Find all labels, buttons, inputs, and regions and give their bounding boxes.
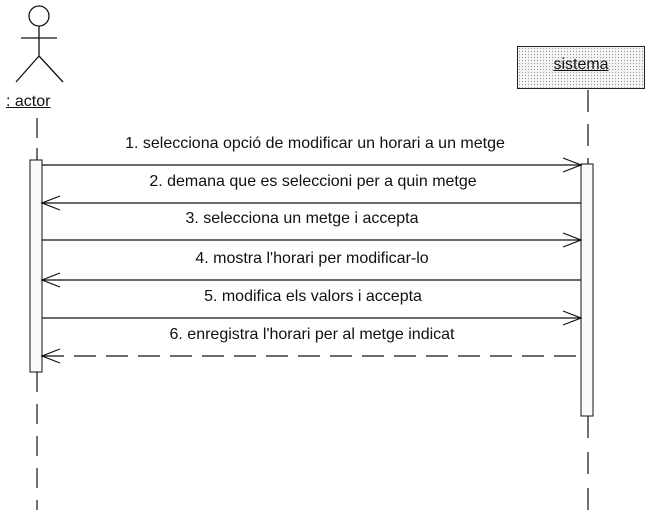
arrowhead bbox=[562, 310, 583, 326]
arrowhead bbox=[562, 232, 583, 248]
message-arrow-5 bbox=[42, 310, 583, 326]
message-label-2: 2. demana que es seleccioni per a quin m… bbox=[149, 173, 477, 190]
message-label-5: 5. modifica els valors i accepta bbox=[204, 288, 422, 305]
system-label: sistema bbox=[553, 56, 609, 73]
actor-activation-bar bbox=[29, 159, 43, 373]
message-arrow-1 bbox=[42, 157, 583, 173]
arrowhead bbox=[40, 272, 61, 288]
actor-figure bbox=[15, 5, 64, 83]
message-arrow-2 bbox=[40, 195, 581, 211]
arrowhead bbox=[40, 348, 61, 364]
arrowhead bbox=[562, 157, 583, 173]
message-arrow-6 bbox=[40, 348, 581, 364]
system-activation-bar bbox=[580, 163, 594, 417]
message-arrow-4 bbox=[40, 272, 581, 288]
actor-head bbox=[28, 5, 50, 27]
system-object-box: sistema bbox=[517, 46, 645, 89]
actor-right-leg bbox=[38, 55, 64, 83]
actor-left-leg bbox=[15, 55, 40, 83]
actor-label: : actor bbox=[6, 93, 51, 110]
message-label-3: 3. selecciona un metge i accepta bbox=[185, 210, 419, 227]
message-label-6: 6. enregistra l'horari per al metge indi… bbox=[169, 326, 455, 343]
message-label-4: 4. mostra l'horari per modificar-lo bbox=[195, 250, 429, 267]
message-arrow-3 bbox=[42, 232, 583, 248]
arrowhead bbox=[40, 195, 61, 211]
message-label-1: 1. selecciona opció de modificar un hora… bbox=[125, 135, 505, 152]
